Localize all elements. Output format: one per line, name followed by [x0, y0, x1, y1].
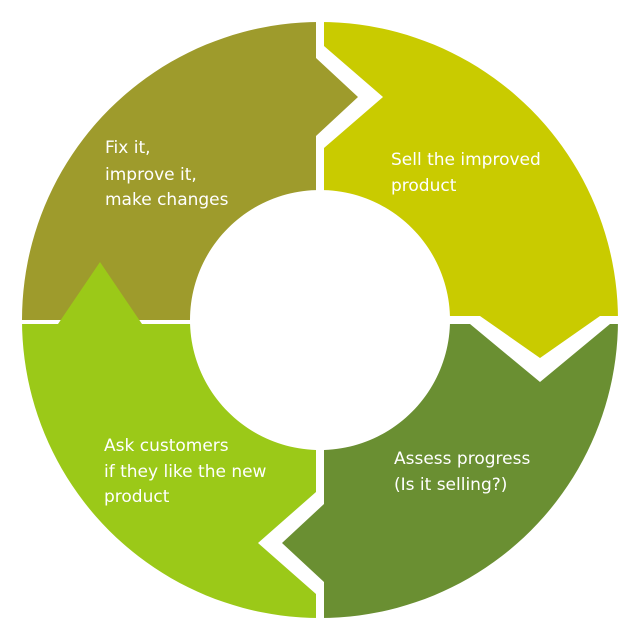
label-assess-line: (Is it selling?) — [394, 475, 507, 495]
segment-sell — [324, 22, 618, 358]
label-ask-line: product — [104, 487, 170, 507]
label-sell-line: product — [391, 176, 457, 196]
label-assess-line: Assess progress — [394, 449, 530, 469]
label-ask-line: Ask customers — [104, 436, 229, 456]
label-ask-line: if they like the new — [104, 462, 267, 482]
label-sell-line: Sell the improved — [391, 150, 541, 170]
segment-fix — [21, 22, 358, 320]
label-fix-line: make changes — [105, 190, 229, 210]
label-assess: Assess progress (Is it selling?) — [394, 449, 536, 495]
label-sell: Sell the improved product — [391, 150, 546, 196]
label-ask: Ask customers if they like the new produ… — [104, 436, 272, 507]
label-fix-line: improve it, — [105, 165, 197, 185]
label-fix: Fix it, improve it, make changes — [105, 138, 229, 210]
label-fix-line: Fix it, — [105, 138, 151, 158]
